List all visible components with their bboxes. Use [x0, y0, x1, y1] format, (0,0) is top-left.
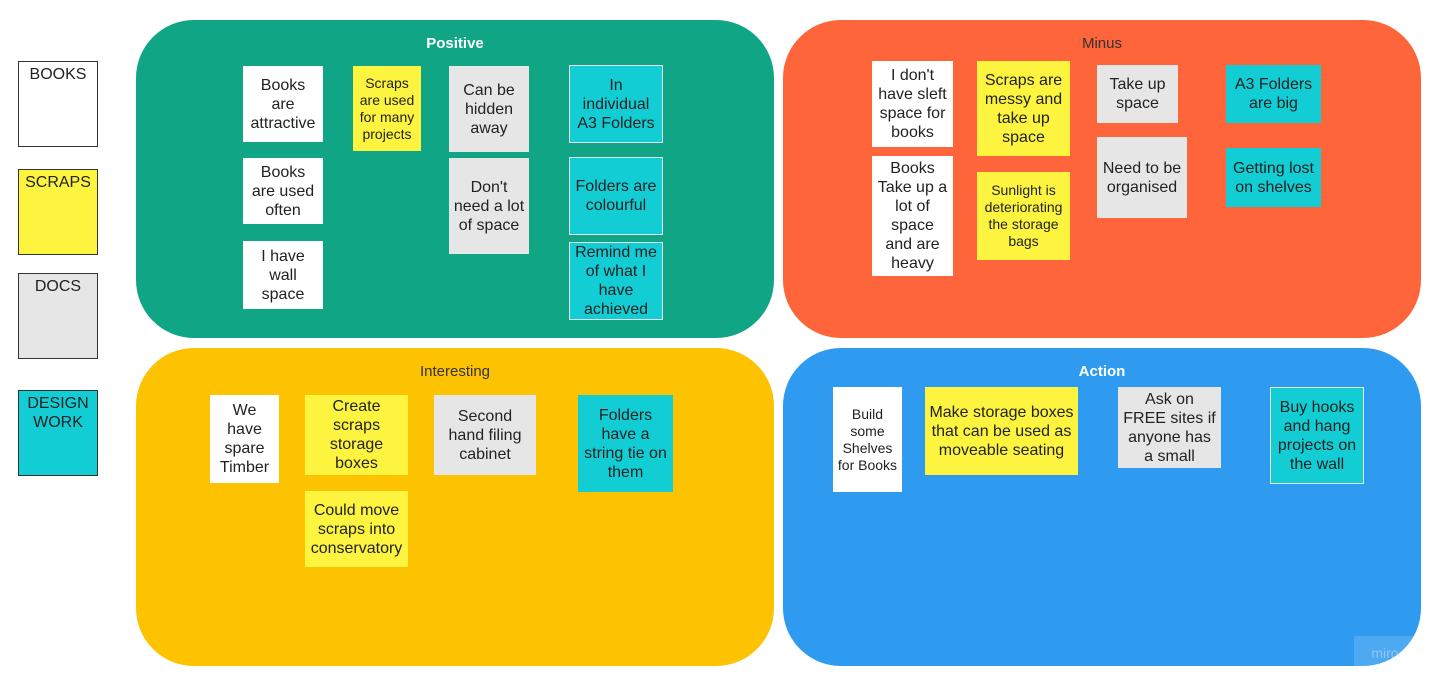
- sticky-note[interactable]: Second hand filing cabinet: [434, 395, 536, 475]
- sticky-note[interactable]: Scraps are used for many projects: [353, 66, 421, 151]
- sticky-note[interactable]: Ask on FREE sites if anyone has a small: [1118, 387, 1221, 468]
- sticky-note[interactable]: Folders have a string tie on them: [578, 395, 673, 492]
- legend-books[interactable]: BOOKS: [18, 61, 98, 147]
- sticky-note[interactable]: Remind me of what I have achieved: [569, 242, 663, 320]
- sticky-note[interactable]: In individual A3 Folders: [569, 65, 663, 143]
- sticky-note[interactable]: Books Take up a lot of space and are hea…: [872, 156, 953, 276]
- interesting-title: Interesting: [419, 363, 491, 380]
- sticky-note[interactable]: Sunlight is deteriorating the storage ba…: [977, 172, 1070, 260]
- legend-docs[interactable]: DOCS: [18, 273, 98, 359]
- sticky-note[interactable]: I don't have sleft space for books: [872, 61, 953, 147]
- sticky-note[interactable]: Can be hidden away: [449, 66, 529, 152]
- action-title: Action: [1078, 363, 1126, 380]
- legend-scraps-label: SCRAPS: [25, 174, 91, 191]
- legend-docs-label: DOCS: [34, 278, 82, 295]
- sticky-note[interactable]: A3 Folders are big: [1226, 65, 1321, 123]
- positive-title: Positive: [426, 35, 484, 52]
- sticky-note[interactable]: Buy hooks and hang projects on the wall: [1270, 387, 1364, 484]
- legend-design-work[interactable]: DESIGN WORK: [18, 390, 98, 476]
- sticky-note[interactable]: Don't need a lot of space: [449, 158, 529, 254]
- legend-design-work-label: DESIGN WORK: [27, 395, 89, 431]
- sticky-note[interactable]: We have spare Timber: [210, 395, 279, 483]
- minus-title: Minus: [1081, 35, 1122, 52]
- sticky-note[interactable]: Make storage boxes that can be used as m…: [925, 387, 1078, 475]
- sticky-note[interactable]: Need to be organised: [1097, 137, 1187, 218]
- sticky-note[interactable]: Books are attractive: [243, 66, 323, 142]
- miro-logo: miro: [1354, 636, 1416, 670]
- sticky-note[interactable]: Could move scraps into conservatory: [305, 491, 408, 567]
- sticky-note[interactable]: Books are used often: [243, 158, 323, 224]
- sticky-note[interactable]: Take up space: [1097, 65, 1178, 123]
- sticky-note[interactable]: Folders are colourful: [569, 157, 663, 235]
- sticky-note[interactable]: Create scraps storage boxes: [305, 395, 408, 475]
- sticky-note[interactable]: I have wall space: [243, 241, 323, 309]
- sticky-note[interactable]: Build some Shelves for Books: [833, 387, 902, 492]
- sticky-note[interactable]: Getting lost on shelves: [1226, 148, 1321, 207]
- legend-books-label: BOOKS: [29, 66, 87, 83]
- legend-scraps[interactable]: SCRAPS: [18, 169, 98, 255]
- sticky-note[interactable]: Scraps are messy and take up space: [977, 61, 1070, 156]
